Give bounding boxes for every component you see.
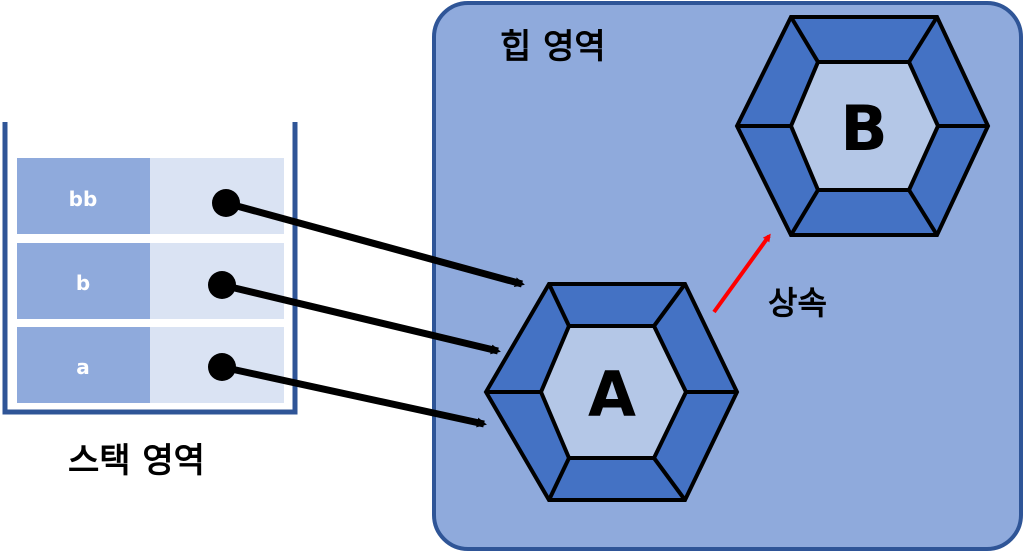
reference-arrow-b [221, 281, 501, 355]
object-a-facet [652, 282, 687, 328]
stack-row-bb: bb [17, 158, 284, 234]
stack-row-b: b [17, 243, 284, 319]
inheritance-arrow [712, 233, 771, 314]
stack-var-label: b [76, 271, 90, 295]
object-b-facet [789, 15, 820, 64]
inheritance-label: 상속 [768, 284, 827, 322]
stack-row-a: a [17, 327, 284, 403]
stack-name-cell [17, 243, 150, 319]
object-a-facet [547, 283, 571, 327]
object-b: B [734, 15, 991, 237]
stack-container [2, 122, 298, 415]
heap-area-title: 힙 영역 [500, 27, 606, 67]
object-a-label: A [588, 358, 636, 431]
reference-arrow-a [221, 363, 487, 428]
object-b-facet [907, 15, 939, 64]
reference-arrow-bb [225, 199, 525, 288]
stack-var-label: a [76, 355, 90, 379]
stack-name-cell [17, 327, 150, 403]
object-b-facet [789, 188, 820, 237]
object-b-label: B [840, 92, 887, 165]
stack-area: bb b a 스택 영역 [2, 122, 298, 481]
inheritance: 상속 [712, 233, 827, 322]
stack-name-cell [17, 158, 150, 234]
stack-var-label: bb [69, 187, 98, 211]
reference-arrows [208, 189, 525, 428]
object-a-facet [547, 457, 571, 501]
object-a: A [483, 282, 740, 502]
object-b-facet [907, 188, 939, 237]
stack-area-caption: 스택 영역 [68, 441, 205, 481]
object-a-facet [652, 456, 687, 502]
